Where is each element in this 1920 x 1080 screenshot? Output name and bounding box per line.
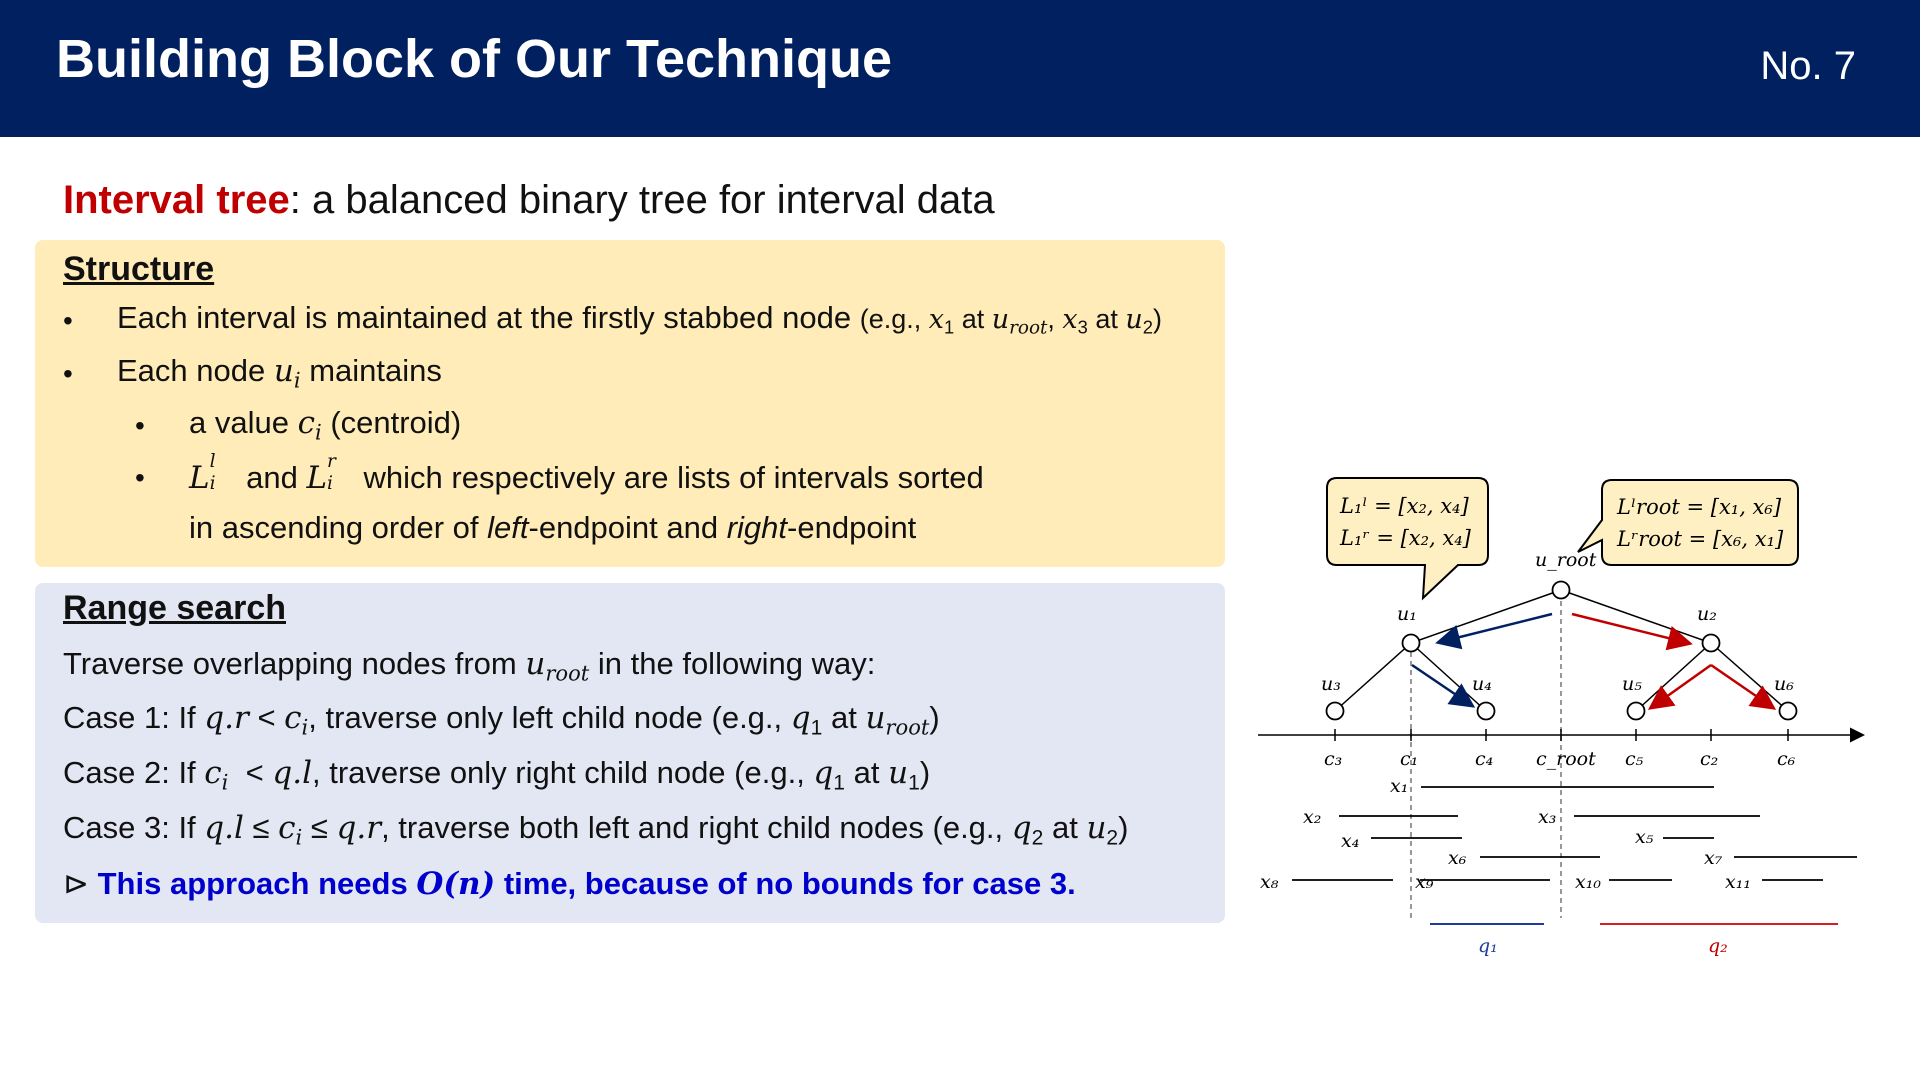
callout-right-line-1: Lˡroot = [x₁, x₆] <box>1616 495 1782 519</box>
interval-label-x6: x₆ <box>1448 847 1467 869</box>
bullet-dot: • <box>63 305 73 336</box>
node-label-u5: u₅ <box>1622 673 1642 695</box>
bullet-dot: • <box>135 462 145 493</box>
search-conclusion: ⊳ This approach needs O(n) time, because… <box>63 866 1076 902</box>
structure-bullet-2: Each node ui maintains <box>117 353 442 393</box>
structure-box: Structure • Each interval is maintained … <box>35 240 1225 567</box>
search-case-3: Case 3: If q.l ≤ ci ≤ q.r, traverse both… <box>63 810 1129 850</box>
tick-label-c4: c₄ <box>1475 748 1493 770</box>
tree-node-u4 <box>1476 701 1496 721</box>
interval-tree-diagram: L₁ˡ = [x₂, x₄] L₁ʳ = [x₂, x₄] Lˡroot = [… <box>1258 477 1865 957</box>
range-search-title: Range search <box>63 589 286 627</box>
interval-label-x8: x₈ <box>1260 871 1279 893</box>
callout-right: Lˡroot = [x₁, x₆] Lʳroot = [x₆, x₁] <box>1577 479 1799 566</box>
query-label-q2: q₂ <box>1708 935 1728 957</box>
arrow-to-u5 <box>1647 663 1712 710</box>
tick-label-c2: c₂ <box>1700 748 1718 770</box>
search-case-1: Case 1: If q.r < ci, traverse only left … <box>63 700 940 740</box>
section-heading: Interval tree: a balanced binary tree fo… <box>63 178 995 223</box>
query-label-q1: q₁ <box>1478 935 1498 957</box>
range-search-box: Range search Traverse overlapping nodes … <box>35 583 1225 923</box>
interval-label-x11: x₁₁ <box>1725 871 1751 893</box>
search-case-2: Case 2: If ci < q.l, traverse only right… <box>63 755 931 795</box>
slide-header: Building Block of Our Technique No. 7 <box>0 0 1920 137</box>
structure-sub-bullet-1: a value ci (centroid) <box>189 405 462 445</box>
slide-title: Building Block of Our Technique <box>56 29 892 89</box>
callout-left: L₁ˡ = [x₂, x₄] L₁ʳ = [x₂, x₄] <box>1326 477 1489 601</box>
callout-left-line-2: L₁ʳ = [x₂, x₄] <box>1339 526 1472 550</box>
node-label-u2: u₂ <box>1697 603 1717 625</box>
callout-right-line-2: Lʳroot = [x₆, x₁] <box>1616 527 1784 551</box>
interval-label-x4: x₄ <box>1341 830 1359 852</box>
tick-label-c3: c₃ <box>1324 748 1342 770</box>
interval-label-x3: x₃ <box>1538 806 1556 828</box>
heading-rest: : a balanced binary tree for interval da… <box>289 178 995 222</box>
arrow-to-u6 <box>1710 663 1777 710</box>
bullet-dot: • <box>135 410 145 441</box>
structure-title: Structure <box>63 250 215 288</box>
interval-label-x5: x₅ <box>1635 826 1654 848</box>
node-label-u6: u₆ <box>1774 673 1794 695</box>
node-label-root: u_root <box>1535 549 1597 571</box>
tick-label-c1: c₁ <box>1400 748 1418 770</box>
search-intro: Traverse overlapping nodes from uroot in… <box>63 646 876 686</box>
heading-keyword: Interval tree <box>63 178 290 222</box>
tree-node-u2 <box>1701 633 1721 653</box>
tree-node-u3 <box>1325 701 1345 721</box>
tree-node-u5 <box>1626 701 1646 721</box>
node-label-u3: u₃ <box>1321 673 1341 695</box>
triangle-right-icon: ⊳ <box>63 866 89 901</box>
structure-bullet-1-example: (e.g., x1 at uroot, x3 at u2) <box>859 304 1162 339</box>
callout-left-line-1: L₁ˡ = [x₂, x₄] <box>1339 494 1469 518</box>
arrow-to-u4 <box>1411 663 1476 708</box>
interval-label-x1: x₁ <box>1390 775 1408 797</box>
tree-node-root <box>1551 580 1571 600</box>
structure-sub-bullet-2-cont: in ascending order of left-endpoint and … <box>189 510 917 545</box>
tick-label-c6: c₆ <box>1777 748 1796 770</box>
interval-label-x10: x₁₀ <box>1575 871 1601 893</box>
arrow-to-u1 <box>1435 612 1553 650</box>
node-label-u1: u₁ <box>1397 603 1417 625</box>
interval-label-x7: x₇ <box>1704 847 1723 869</box>
arrow-to-u2 <box>1571 612 1693 651</box>
slide-number: No. 7 <box>1760 44 1856 88</box>
bullet-dot: • <box>63 358 73 389</box>
node-label-u4: u₄ <box>1472 673 1492 695</box>
structure-bullet-1: Each interval is maintained at the first… <box>117 300 1162 339</box>
interval-label-x2: x₂ <box>1303 806 1321 828</box>
tick-label-croot: c_root <box>1536 748 1596 770</box>
tick-label-c5: c₅ <box>1625 748 1644 770</box>
tree-node-u6 <box>1778 701 1798 721</box>
interval-label-x9: x₉ <box>1415 871 1434 893</box>
tree-node-u1 <box>1401 633 1421 653</box>
